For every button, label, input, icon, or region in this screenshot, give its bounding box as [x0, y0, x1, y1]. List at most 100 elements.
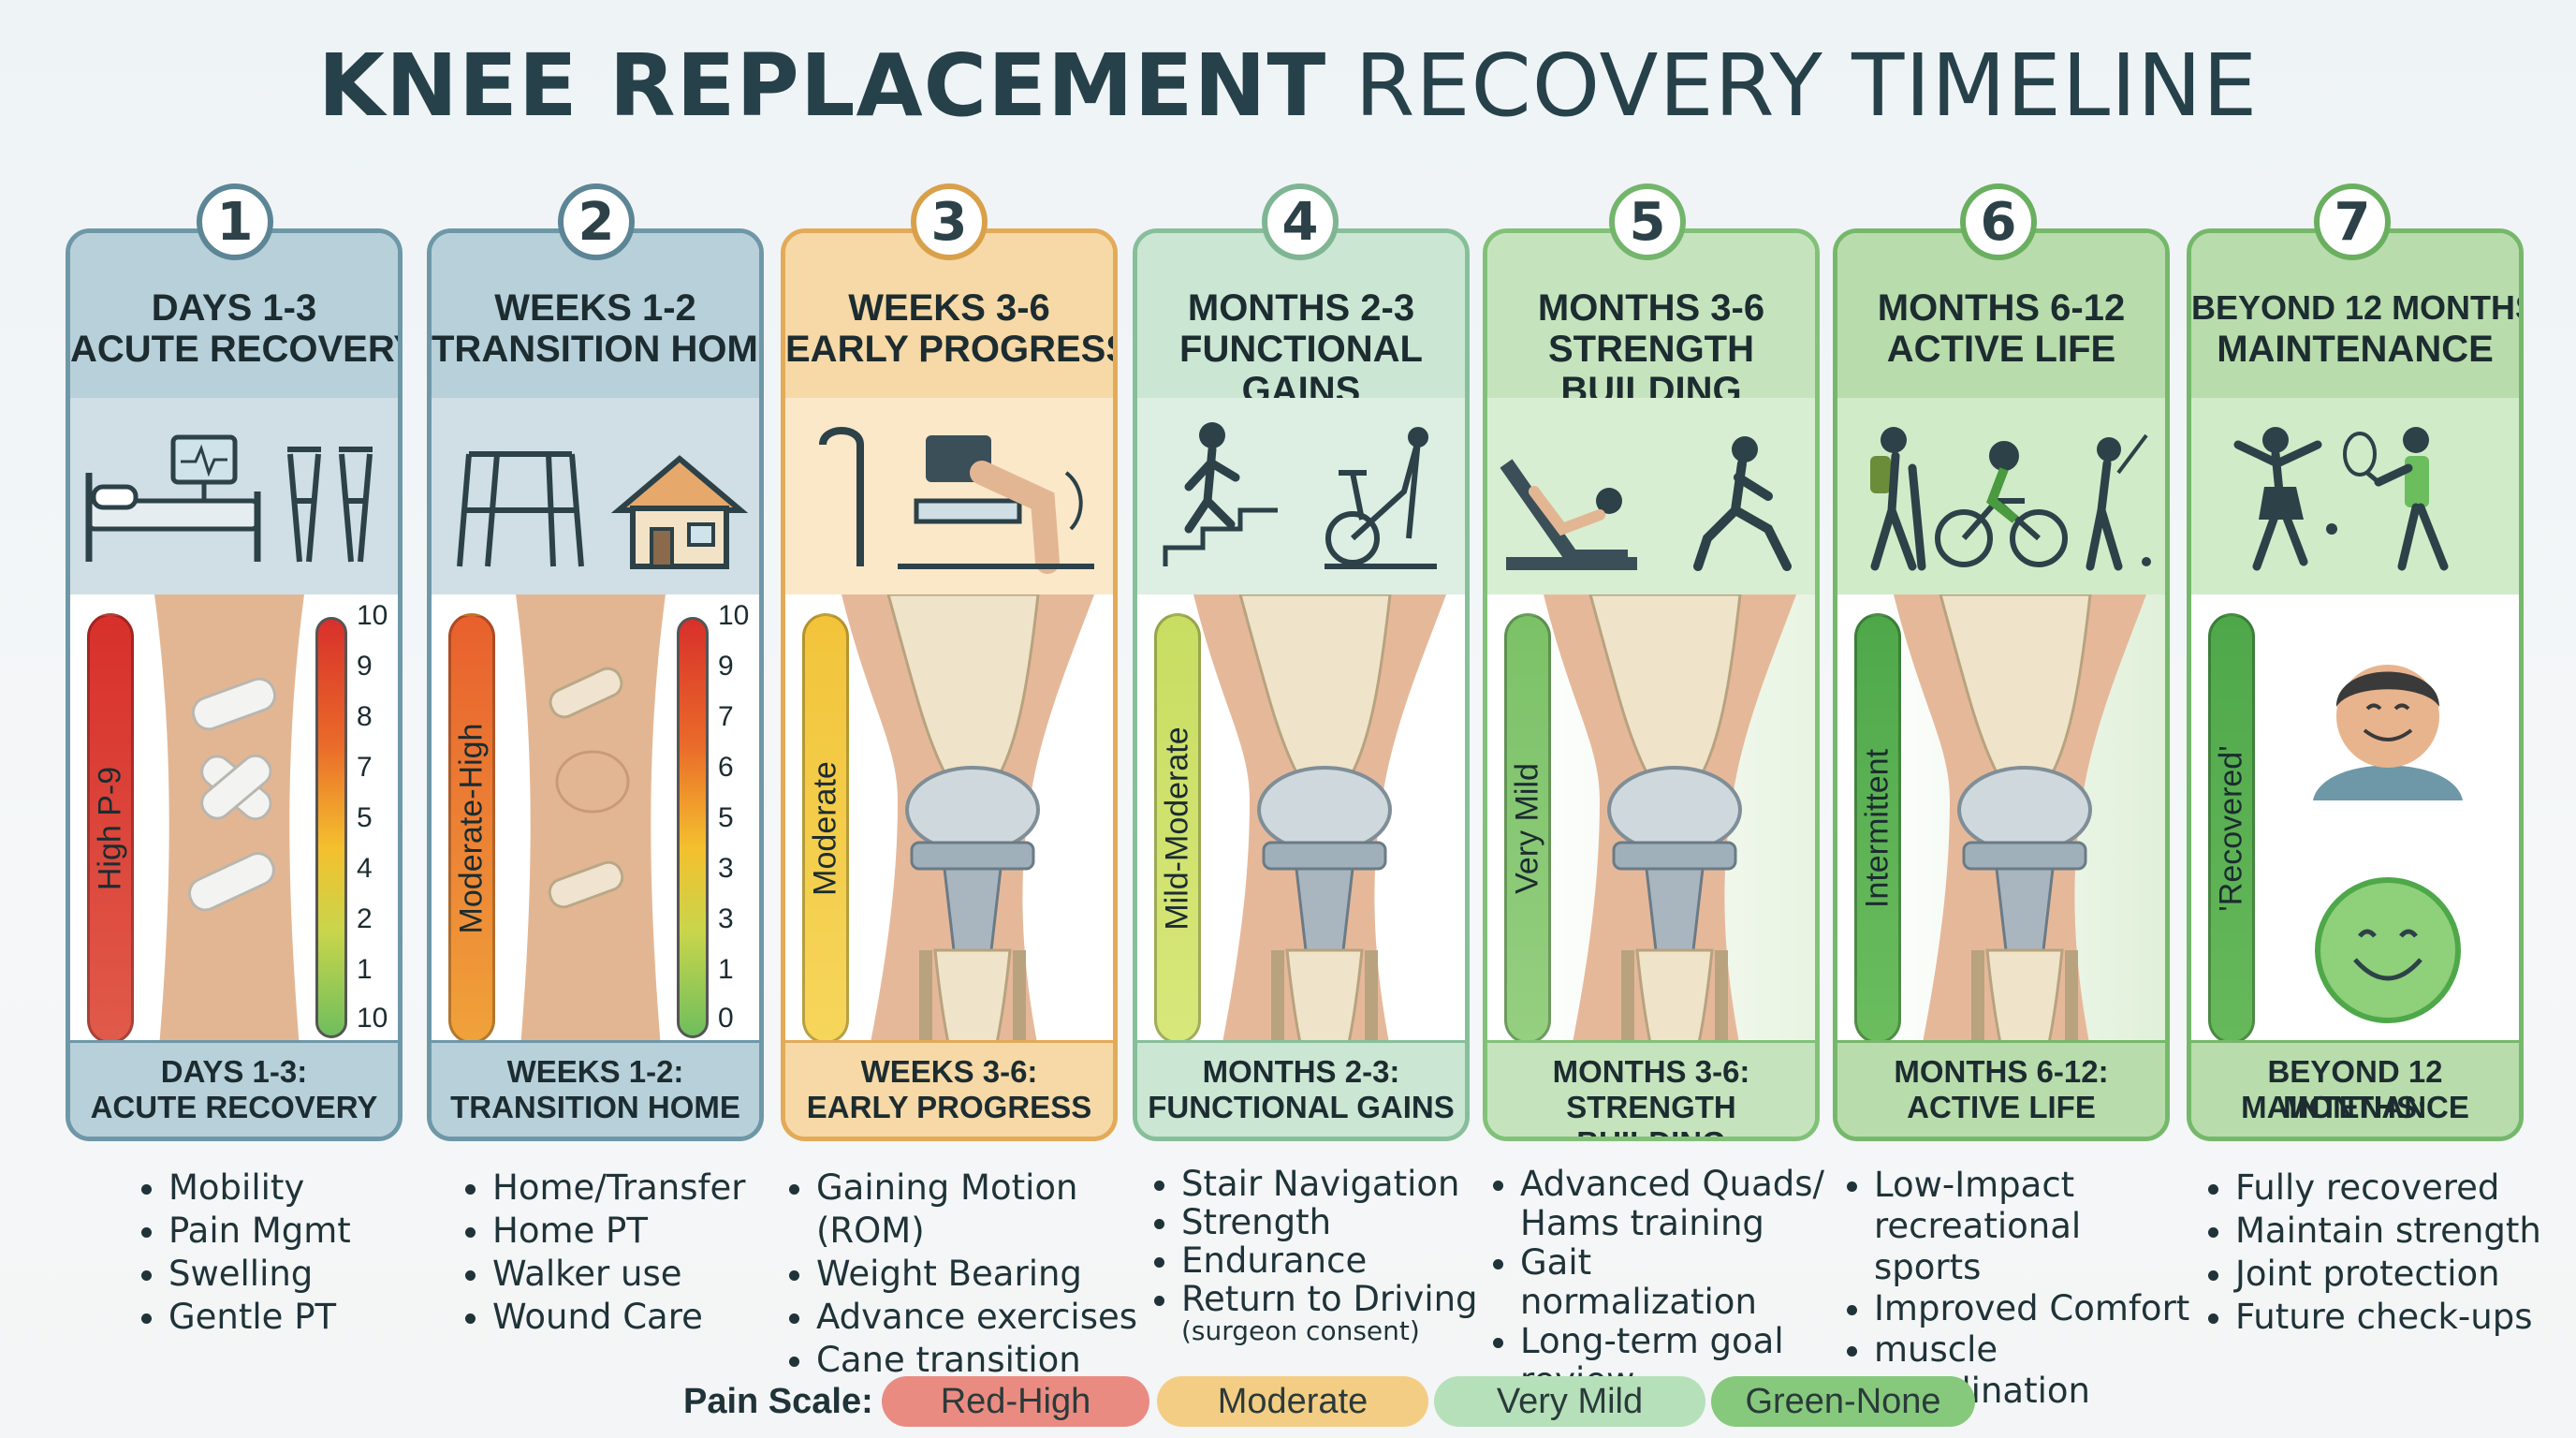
stage-5-number: 5: [1609, 183, 1686, 260]
dancing-icon: [2233, 427, 2449, 571]
stage-5-notes: Advanced Quads/ Hams training Gait norma…: [1490, 1165, 1827, 1401]
stage-1-notes: Mobility Pain Mgmt Swelling Gentle PT: [139, 1167, 494, 1339]
pain-level-bar: [1504, 613, 1551, 1044]
list-item: Future check-ups: [2235, 1296, 2561, 1339]
pain-level-bar: [448, 613, 495, 1044]
list-item: Return to Driving(surgeon consent): [1181, 1280, 1507, 1344]
scale-tick: 1: [357, 954, 373, 985]
list-item: Home/Transfer: [492, 1167, 818, 1210]
list-item: Pain Mgmt: [168, 1210, 494, 1253]
list-item: Home PT: [492, 1210, 818, 1253]
stage-4-footer-subtitle: FUNCTIONAL GAINS: [1148, 1090, 1455, 1124]
healing-knee-image: [516, 594, 666, 1048]
list-item: Maintain strength: [2235, 1210, 2561, 1253]
house-icon: [610, 455, 749, 569]
pain-scale-bar: [315, 617, 347, 1038]
pain-scale-legend: Pain Scale: Red-High Moderate Very Mild …: [0, 1376, 2576, 1429]
stage-3-subtitle: EARLY PROGRESS: [785, 329, 1118, 370]
stage-5-footer-subtitle: STRENGTH BUILDING: [1566, 1090, 1736, 1137]
stage-2-card: WEEKS 1-2 TRANSITION HOME Moderate-High: [427, 228, 764, 1141]
pain-level-label: Moderate-High: [453, 723, 490, 934]
lunge-icon: [1693, 436, 1792, 571]
stage-3-card: WEEKS 3-6 EARLY PROGRESS Moderate WEEKS …: [781, 228, 1118, 1141]
pain-scale-ticks: 10 9 8 7 5 4 2 1 10: [357, 594, 398, 1048]
list-item: Weight Bearing: [816, 1253, 1142, 1296]
knee-implant-image: [785, 594, 1118, 1048]
pain-level-bar: [1154, 613, 1201, 1044]
knee-implant-image: [1837, 594, 2170, 1048]
stage-4-number: 4: [1262, 183, 1339, 260]
legend-label: Pain Scale:: [683, 1382, 873, 1421]
list-item: Endurance: [1181, 1241, 1507, 1280]
scale-tick: 6: [718, 752, 734, 783]
list-item: Improved Comfort: [1874, 1288, 2190, 1329]
legend-green-none: Green-None: [1711, 1376, 1975, 1427]
knee-implant-image: [1487, 594, 1820, 1048]
list-item-note: (surgeon consent): [1181, 1315, 1420, 1346]
list-item: Gaining Motion (ROM): [816, 1167, 1142, 1253]
stage-7-footer-title: BEYOND 12 MONTHS:: [2267, 1054, 2443, 1124]
stage-1-subtitle: ACUTE RECOVERY: [70, 329, 402, 370]
pain-scale-ticks: 10 9 7 6 5 3 3 1 0: [718, 594, 759, 1048]
stage-3-footer-subtitle: EARLY PROGRESS: [806, 1090, 1092, 1124]
knee-implant-image: [1137, 594, 1470, 1048]
pain-scale-bar: [677, 617, 709, 1038]
stage-6-title: MONTHS 6-12: [1877, 287, 2126, 329]
tennis-icon: [2326, 427, 2449, 571]
stage-1-title: DAYS 1-3: [151, 287, 317, 329]
stage-4-subtitle: FUNCTIONAL GAINS: [1179, 329, 1423, 411]
list-item-text: Return to Driving: [1181, 1279, 1478, 1319]
exercise-bike-icon: [1325, 427, 1437, 569]
stage-7-number: 7: [2314, 183, 2391, 260]
scale-tick: 7: [357, 752, 373, 783]
stage-6-card: MONTHS 6-12 ACTIVE LIFE Intermittent: [1833, 228, 2170, 1141]
scale-tick: 8: [357, 701, 373, 732]
cane-icon: [819, 427, 1094, 574]
stage-1-footer-subtitle: ACUTE RECOVERY: [90, 1090, 378, 1124]
scale-tick: 3: [718, 853, 734, 884]
stage-3-footer-title: WEEKS 3-6:: [860, 1054, 1038, 1089]
scale-tick: 5: [357, 802, 373, 833]
list-item: Swelling: [168, 1253, 494, 1296]
pain-level-bar: [802, 613, 849, 1044]
stage-7-notes: Fully recovered Maintain strength Joint …: [2205, 1167, 2561, 1339]
stage-5-footer-title: MONTHS 3-6:: [1552, 1054, 1750, 1089]
list-item: Gentle PT: [168, 1296, 494, 1339]
stage-6-number: 6: [1960, 183, 2037, 260]
scale-tick: 4: [357, 853, 373, 884]
stage-3-title: WEEKS 3-6: [848, 287, 1050, 329]
list-item: Fully recovered: [2235, 1167, 2561, 1210]
stage-2-title: WEEKS 1-2: [494, 287, 696, 329]
scale-tick: 10: [357, 600, 388, 631]
list-item: Low-Impact recreational sports: [1874, 1165, 2190, 1288]
list-item: Advanced Quads/ Hams training: [1520, 1165, 1827, 1243]
pain-level-bar: [2208, 613, 2255, 1044]
stage-7-card: BEYOND 12 MONTHS: MAINTENANCE 'Recovered…: [2187, 228, 2524, 1141]
golf-icon: [2086, 433, 2151, 571]
list-item: Stair Navigation: [1181, 1165, 1507, 1203]
pain-level-bar: [87, 613, 134, 1044]
legend-very-mild: Very Mild: [1434, 1376, 1705, 1427]
scale-tick: 10: [357, 1003, 388, 1034]
list-item: Wound Care: [492, 1296, 818, 1339]
walker-icon: [457, 451, 749, 569]
legend-red-high: Red-High: [882, 1376, 1149, 1427]
pain-level-label: 'Recovered': [2213, 745, 2249, 912]
stage-4-notes: Stair Navigation Strength Endurance Retu…: [1151, 1165, 1507, 1344]
cycling-icon: [1935, 441, 2068, 567]
stage-4-footer-title: MONTHS 2-3:: [1202, 1054, 1400, 1089]
list-item: Advance exercises: [816, 1296, 1142, 1339]
stage-2-notes: Home/Transfer Home PT Walker use Wound C…: [462, 1167, 818, 1339]
stage-2-footer-subtitle: TRANSITION HOME: [450, 1090, 740, 1124]
scale-tick: 3: [718, 903, 734, 934]
title-bold: KNEE REPLACEMENT: [317, 36, 1327, 136]
scale-tick: 1: [718, 954, 734, 985]
smiley-icon: [2315, 877, 2461, 1023]
pain-level-label: High P-9: [92, 766, 128, 891]
scale-tick: 2: [357, 903, 373, 934]
leg-press-icon: [1500, 436, 1792, 571]
scale-tick: 7: [718, 701, 734, 732]
stage-2-number: 2: [558, 183, 635, 260]
title-light: RECOVERY TIMELINE: [1354, 36, 2259, 136]
stage-1-card: DAYS 1-3 ACUTE RECOVERY High P-9: [66, 228, 402, 1141]
